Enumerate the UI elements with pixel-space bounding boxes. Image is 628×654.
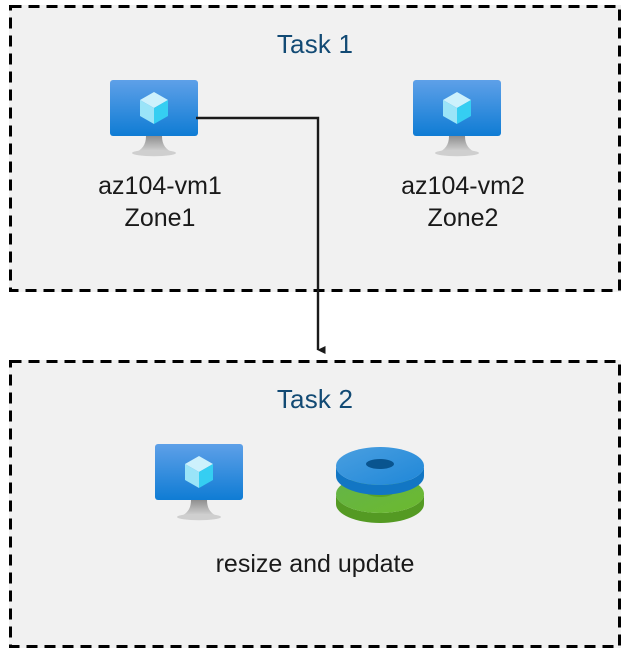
node-managed-disks[interactable] (332, 442, 436, 526)
task2-dashed-border (9, 360, 621, 648)
node-az104-vm2[interactable]: az104-vm2 Zone2 (358, 78, 568, 234)
node-az104-vm2-caption: az104-vm2 Zone2 (401, 172, 525, 232)
task2-group-box: Task 2 (9, 360, 621, 648)
task1-title: Task 1 (276, 29, 354, 59)
managed-disks-icon (332, 442, 436, 526)
virtual-machine-icon (153, 442, 257, 526)
task2-caption: resize and update (215, 550, 415, 578)
node-vm-resize[interactable] (153, 442, 257, 526)
task2-title: Task 2 (276, 384, 354, 414)
virtual-machine-icon (108, 78, 212, 162)
node-az104-vm1-caption: az104-vm1 Zone1 (98, 172, 222, 232)
node-az104-vm1[interactable]: az104-vm1 Zone1 (55, 78, 265, 234)
virtual-machine-icon (411, 78, 515, 162)
